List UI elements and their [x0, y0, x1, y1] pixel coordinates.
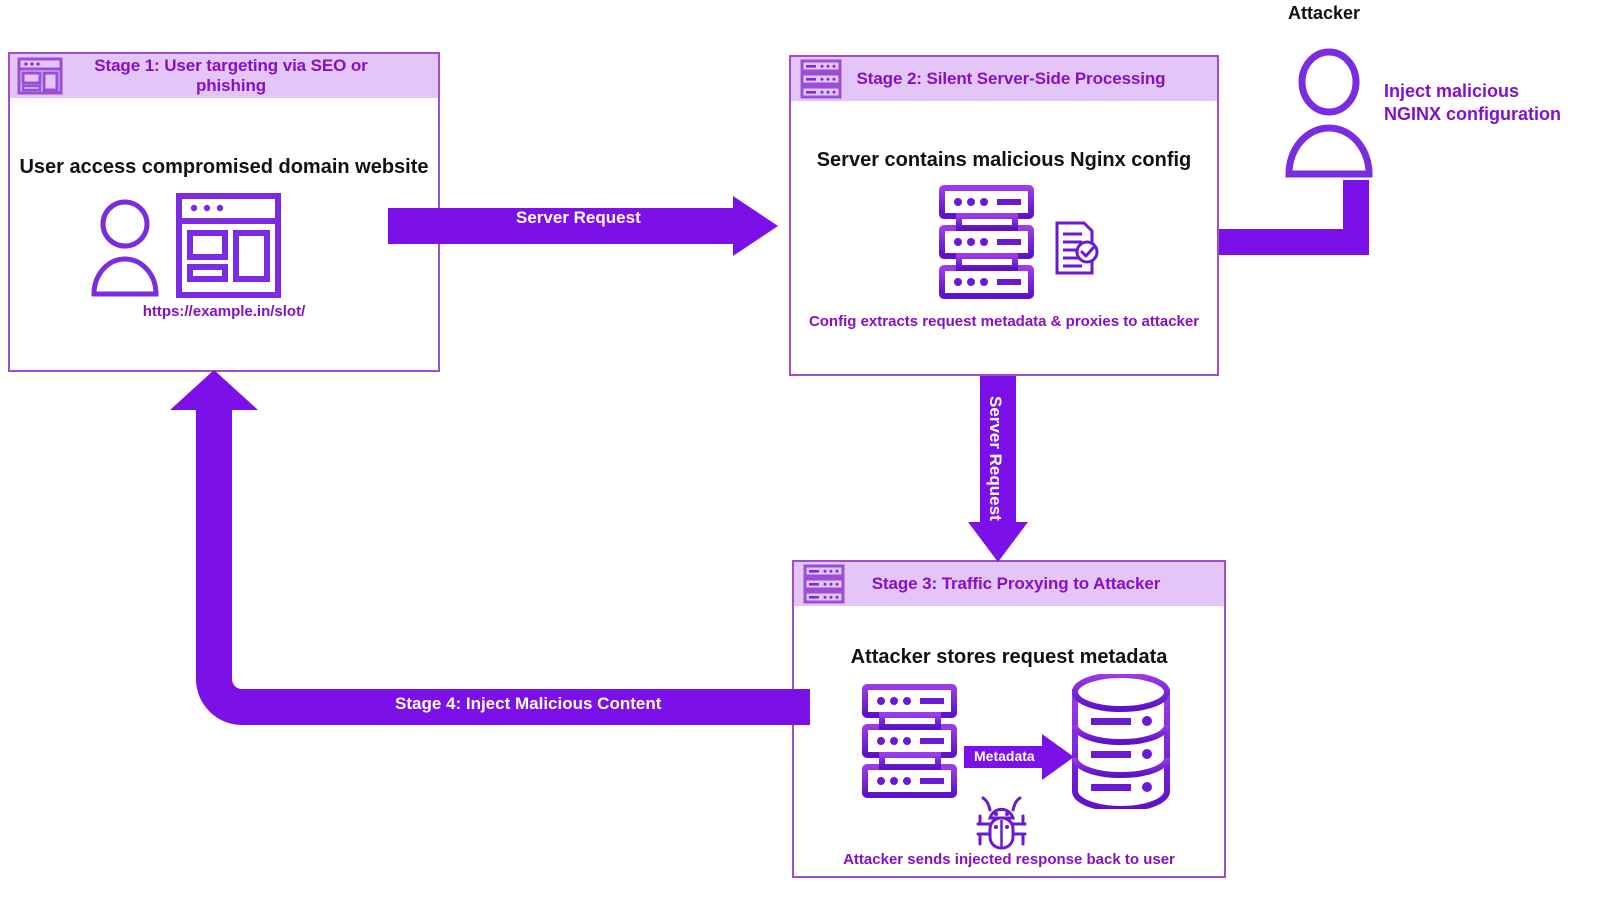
- stage-2-main-title: Server contains malicious Nginx config: [816, 149, 1192, 171]
- stage-1-url[interactable]: https://example.in/slot/: [142, 303, 306, 320]
- attacker-action-line2: NGINX configuration: [1384, 104, 1561, 125]
- stage-1-person-icon: [90, 198, 160, 298]
- stage-1-box[interactable]: Stage 1: User targeting via SEO or phish…: [8, 52, 440, 372]
- arrow-stage-4-label: Stage 4: Inject Malicious Content: [395, 694, 662, 713]
- arrow-server-request-vertical: [968, 376, 1028, 562]
- stage-2-caption: Config extracts request metadata & proxi…: [808, 313, 1200, 330]
- arrow-stage-4: [170, 370, 810, 725]
- stage-3-header: Stage 3: Traffic Proxying to Attacker: [794, 562, 1224, 606]
- arrow-server-request-horizontal-label: Server Request: [516, 208, 641, 227]
- arrow-metadata-label: Metadata: [974, 748, 1035, 764]
- stage-1-main-title: User access compromised domain website: [19, 156, 429, 178]
- stage-3-database-icon: [1071, 672, 1171, 812]
- attacker-person-icon: [1283, 48, 1375, 178]
- browser-window-icon: [16, 56, 64, 96]
- server-rack-icon: [800, 564, 848, 604]
- stage-3-server-stack-icon: [862, 684, 957, 799]
- stage-3-header-title: Stage 3: Traffic Proxying to Attacker: [871, 574, 1161, 593]
- arrow-metadata: [964, 734, 1074, 780]
- stage-1-header-title: Stage 1: User targeting via SEO or phish…: [94, 56, 368, 95]
- stage-2-server-stack-icon: [939, 185, 1034, 300]
- server-rack-icon: [797, 59, 845, 99]
- attacker-action-line1: Inject malicious: [1384, 81, 1520, 101]
- attacker-label: Attacker: [1288, 3, 1361, 23]
- stage-1-body: User access compromised domain website: [10, 98, 438, 370]
- stage-3-caption: Attacker sends injected response back to…: [843, 851, 1175, 868]
- stage-2-document-check-icon: [1054, 221, 1099, 276]
- stage-3-box[interactable]: Stage 3: Traffic Proxying to Attacker At…: [792, 560, 1226, 878]
- stage-1-header: Stage 1: User targeting via SEO or phish…: [10, 54, 438, 98]
- stage-2-header-title: Stage 2: Silent Server-Side Processing: [856, 69, 1166, 88]
- stage-1-browser-window-icon: [176, 193, 281, 298]
- stage-3-body: Attacker stores request metadata: [794, 606, 1224, 876]
- stage-2-body: Server contains malicious Nginx config: [791, 101, 1217, 374]
- stage-3-main-title: Attacker stores request metadata: [850, 646, 1168, 668]
- arrow-server-request-vertical-label: Server Request: [986, 396, 1005, 521]
- stage-2-header: Stage 2: Silent Server-Side Processing: [791, 57, 1217, 101]
- arrow-server-request-horizontal: [388, 196, 778, 256]
- stage-2-box[interactable]: Stage 2: Silent Server-Side Processing S…: [789, 55, 1219, 376]
- stage-3-bug-icon: [974, 796, 1029, 856]
- attacker-action-label: Inject malicious NGINX configuration: [1384, 80, 1600, 127]
